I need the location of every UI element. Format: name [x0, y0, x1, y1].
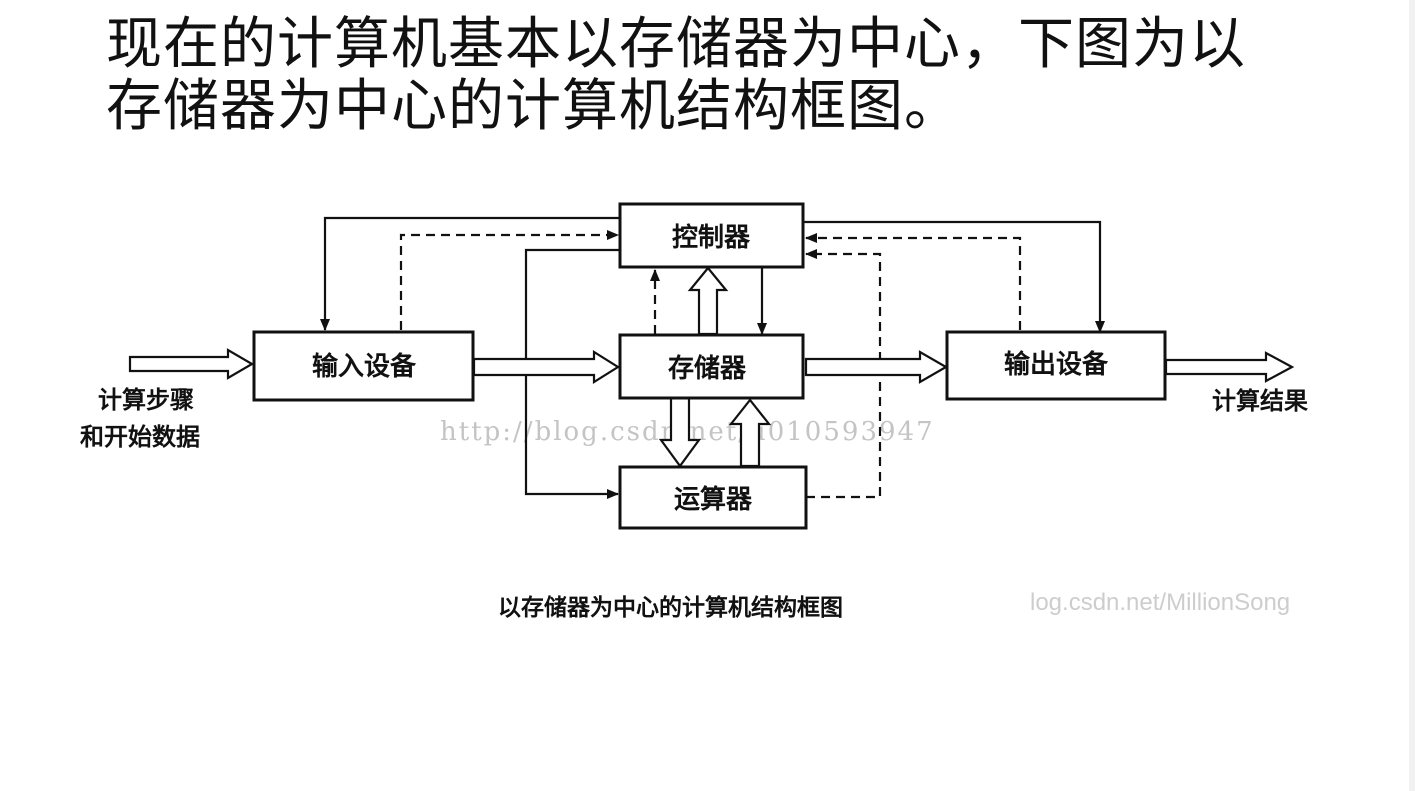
node-output-label: 输出设备 [1004, 349, 1109, 380]
node-controller: 控制器 [618, 202, 805, 269]
control-line-to-input [320, 216, 620, 331]
input-label-line-2: 和开始数据 [80, 422, 200, 451]
node-input-device: 输入设备 [252, 330, 475, 402]
data-arrow-input-to-memory [472, 350, 621, 384]
data-arrow-memory-to-controller [687, 266, 729, 336]
slide-title: 现在的计算机基本以存储器为中心，下图为以 存储器为中心的计算机结构框图。 [106, 14, 1316, 138]
data-arrow-memory-to-output [804, 350, 949, 384]
solid-control-lines [320, 216, 1105, 499]
node-memory-label: 存储器 [668, 353, 747, 384]
node-memory: 存储器 [618, 333, 805, 400]
node-alu: 运算器 [618, 465, 808, 530]
data-arrow-alu-to-memory [728, 398, 772, 468]
node-input-label: 输入设备 [312, 351, 417, 382]
data-arrow-external-output [1164, 351, 1295, 383]
input-label-line-1: 计算步骤 [98, 385, 194, 414]
data-flow-arrows [128, 266, 1295, 468]
node-output-device: 输出设备 [945, 330, 1167, 401]
data-arrow-external-input [128, 348, 255, 380]
slide-title-line-1: 现在的计算机基本以存储器为中心，下图为以 [106, 12, 1246, 77]
control-line-to-output [804, 220, 1105, 333]
node-alu-label: 运算器 [674, 484, 753, 515]
node-controller-label: 控制器 [672, 223, 751, 253]
slide-title-line-2: 存储器为中心的计算机结构框图。 [106, 74, 961, 139]
diagram-caption: 以存储器为中心的计算机结构框图 [498, 594, 843, 621]
output-label: 计算结果 [1212, 386, 1308, 415]
data-arrow-memory-to-alu [658, 396, 702, 468]
watermark-text-2: log.csdn.net/MillionSong [1030, 589, 1290, 616]
slide-right-edge [1409, 0, 1415, 791]
feedback-line-input [399, 230, 619, 330]
feedback-line-output [805, 233, 1022, 330]
